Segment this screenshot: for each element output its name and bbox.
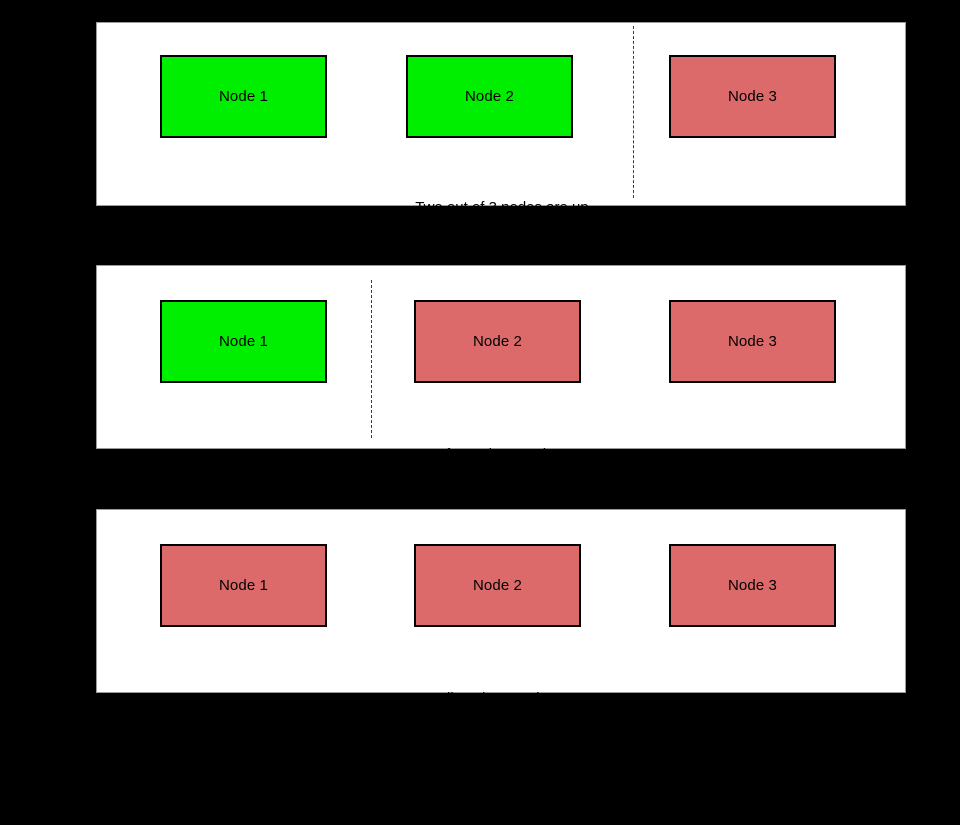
node-box-p2-node1[interactable]: Node 1 — [160, 300, 327, 383]
scenario-panel-two-up: Node 1 Node 2 Node 3 Two out of 3 nodes … — [96, 22, 906, 285]
node-box-p3-node2[interactable]: Node 2 — [414, 544, 581, 627]
node-box-p2-node3[interactable]: Node 3 — [669, 300, 836, 383]
caption-p3-line2: Majority Fails & Cluster Stops — [403, 759, 601, 776]
caption-p3: All Nodes are down Majority Fails & Clus… — [257, 641, 747, 825]
caption-p1-line1: Two out of 3 nodes are up — [415, 199, 589, 216]
caption-p3-line1: All Nodes are down — [436, 690, 568, 707]
quorum-divider-p2 — [371, 280, 372, 438]
node-box-p1-node1[interactable]: Node 1 — [160, 55, 327, 138]
quorum-divider-p1 — [633, 26, 634, 198]
caption-p2-line1: Two out of 3 nodes are down — [381, 446, 574, 463]
diagram-canvas: Node 1 Node 2 Node 3 Two out of 3 nodes … — [96, 22, 906, 776]
node-box-p2-node2[interactable]: Node 2 — [414, 300, 581, 383]
node-box-p1-node2[interactable]: Node 2 — [406, 55, 573, 138]
node-box-p3-node3[interactable]: Node 3 — [669, 544, 836, 627]
node-box-p1-node3[interactable]: Node 3 — [669, 55, 836, 138]
scenario-panel-all-down: Node 1 Node 2 Node 3 All Nodes are down … — [96, 509, 906, 776]
node-box-p3-node1[interactable]: Node 1 — [160, 544, 327, 627]
scenario-panel-two-down: Node 1 Node 2 Node 3 Two out of 3 nodes … — [96, 265, 906, 532]
